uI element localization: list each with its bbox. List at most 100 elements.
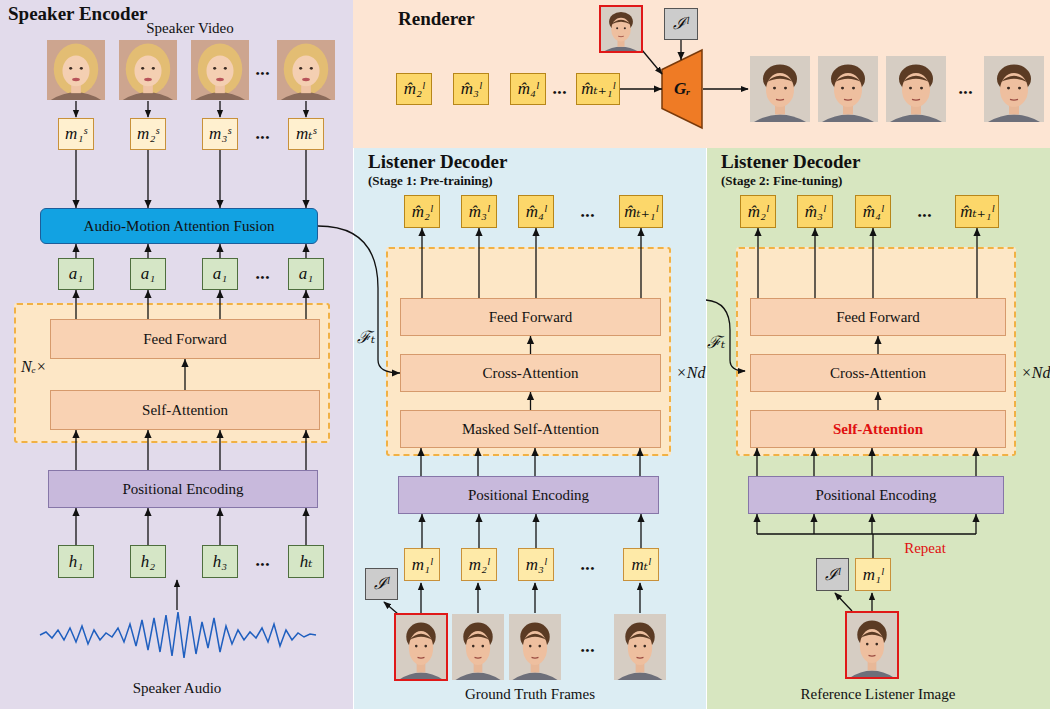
node-text: a₁ [213, 264, 227, 284]
speaker-frame [119, 40, 177, 100]
flow-arrow [527, 336, 534, 354]
output-frame [886, 56, 946, 122]
reference-face [600, 6, 642, 52]
motion-output-box: m̂₃ˡ [453, 73, 489, 105]
node-text: m₁ˡ [412, 555, 433, 575]
leader-arrow [305, 101, 306, 117]
leader-arrow [835, 593, 852, 611]
node-text: Cross-Attention [830, 364, 926, 382]
ellipsis-dots: ••• [581, 561, 596, 575]
leader-arrow [420, 583, 421, 613]
fusion-box: Audio-Motion Attention Fusion [40, 208, 318, 244]
caption-label: Repeat [904, 539, 946, 557]
flow-arrow [418, 514, 425, 548]
node-text: m̂₃ˡ [805, 202, 826, 222]
flow-arrow [811, 228, 818, 298]
arrow-head [418, 514, 425, 522]
node-text: Feed Forward [143, 330, 227, 348]
flow-arrow [620, 85, 662, 92]
node-text: Self-Attention [142, 401, 228, 419]
encoding-box: Positional Encoding [748, 476, 1004, 514]
speaker-video-frames [47, 40, 335, 100]
ellipsis-dots: ••• [918, 208, 933, 222]
motion-output-box: m̂ₜ₊₁ˡ [619, 195, 663, 228]
node-text: m̂₃ˡ [461, 79, 482, 99]
caption-label: Reference Listener Image [801, 685, 956, 703]
node-text: Audio-Motion Attention Fusion [84, 217, 275, 235]
arrow-line [872, 228, 873, 298]
flow-arrow [532, 228, 539, 298]
node-text: m̂ₜ₊₁ˡ [581, 79, 615, 99]
arrow-head [302, 244, 309, 252]
arrow-head [527, 392, 534, 400]
ellipsis-dots: ••• [256, 270, 271, 284]
caption-label: Speaker Video [146, 19, 234, 37]
arrow-head [973, 228, 980, 236]
flow-arrow [302, 244, 309, 258]
flow-arrow [181, 359, 188, 390]
listener-motion-box: m₃ˡ [518, 548, 554, 581]
arrow-head [531, 448, 538, 456]
flow-arrow [972, 448, 979, 476]
arrow-head [72, 430, 79, 438]
node-text: hₜ [300, 552, 313, 572]
leader-arrow [642, 50, 662, 74]
arrow-head [532, 514, 539, 522]
arrow-head [144, 508, 151, 516]
motion-output-box: m̂₄ˡ [518, 195, 554, 228]
flow-arrow [527, 392, 534, 410]
flow-arrow [418, 228, 425, 298]
arrow-head [868, 514, 875, 522]
arrow-head [753, 448, 760, 456]
renderer-images [600, 6, 1044, 122]
subheading: (Stage 1: Pre-training) [368, 173, 706, 188]
leader-arrow [219, 101, 220, 117]
arrow-line [421, 228, 422, 298]
output-frame [818, 56, 878, 122]
leader-arrow [384, 602, 398, 614]
reference-listener-image [846, 612, 898, 678]
node-text: Feed Forward [836, 308, 920, 326]
arrow-head [972, 514, 979, 522]
node-text: m̂₂ˡ [412, 202, 433, 222]
frame-arrows [76, 50, 872, 614]
attention-box: Cross-Attention [400, 354, 661, 392]
flow-arrow [810, 448, 817, 476]
arrow-line [640, 228, 641, 298]
node-text: h₁ [69, 552, 83, 572]
layer-stack: Nₑ×Feed ForwardSelf-Attention [14, 303, 330, 443]
node-text: Positional Encoding [122, 480, 243, 498]
node-text: h₃ [213, 552, 227, 572]
flow-arrow [753, 448, 760, 476]
encoding-box: Positional Encoding [398, 476, 659, 514]
flow-arrow [874, 336, 881, 354]
arrow-line [814, 228, 815, 298]
ellipsis-dots: ••• [256, 557, 271, 571]
node-text: mₜˢ [296, 124, 316, 144]
node-text: Positional Encoding [468, 486, 589, 504]
renderer-trapezoid: Gᵣ [662, 50, 702, 128]
arrow-head [302, 290, 309, 298]
feed-forward-box: Feed Forward [400, 298, 661, 336]
motion-output-box: m̂₃ˡ [797, 195, 833, 228]
node-text: ℐˡ [374, 574, 389, 594]
node-text: m̂₃ˡ [469, 202, 490, 222]
node-text: Positional Encoding [815, 486, 936, 504]
node-text: a₁ [299, 264, 313, 284]
flow-arrow [216, 430, 223, 470]
arrow-head [677, 52, 684, 60]
trapezoid-shape [662, 50, 702, 128]
node-text: m₂ˡ [469, 555, 490, 575]
flow-arrow [531, 448, 538, 476]
output-frame [984, 56, 1044, 122]
flow-arrow [754, 228, 761, 298]
arrow-line [478, 228, 479, 298]
motion-output-box: m̂₂ˡ [396, 73, 432, 105]
node-text: ℐˡ [825, 565, 840, 585]
fused-feature-box: a₁ [288, 258, 324, 290]
flow-arrow [72, 508, 79, 545]
identity-box: ℐˡ [365, 568, 398, 600]
identity-box: ℐˡ [816, 558, 849, 591]
arrow-head [72, 508, 79, 516]
